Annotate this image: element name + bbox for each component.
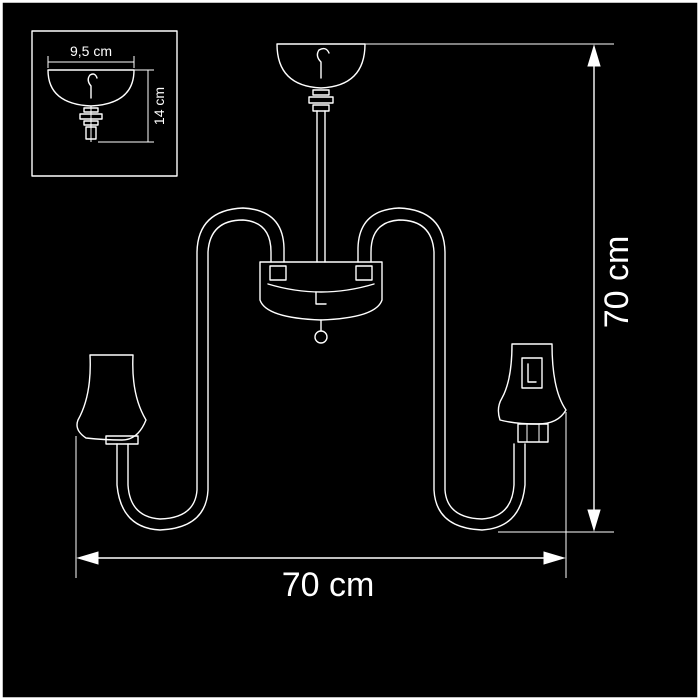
height-label: 70 cm [598, 236, 636, 329]
chandelier [76, 43, 567, 531]
inset-frame [31, 30, 178, 177]
inset-canopy-bowl [47, 69, 135, 107]
height-arrow-bottom-icon [587, 509, 601, 532]
inset-hook-icon [87, 73, 98, 99]
width-dimension: 70 cm [75, 412, 567, 604]
width-label: 70 cm [282, 566, 375, 604]
canopy-diameter-label: 9,5 cm [70, 43, 112, 59]
left-arm [116, 219, 272, 531]
width-arrow-left-icon [76, 551, 99, 565]
right-arm [370, 219, 526, 531]
hook-icon [316, 47, 330, 79]
ceiling-canopy [276, 43, 366, 89]
left-candle-cup [76, 354, 147, 441]
width-arrow-right-icon [543, 551, 566, 565]
canopy-height-label: 14 cm [151, 87, 167, 125]
height-dimension: 70 cm [365, 43, 636, 533]
height-arrow-top-icon [587, 44, 601, 67]
right-candle-cup [497, 343, 567, 425]
canopy-detail-inset: 9,5 cm 14 cm [31, 30, 178, 177]
